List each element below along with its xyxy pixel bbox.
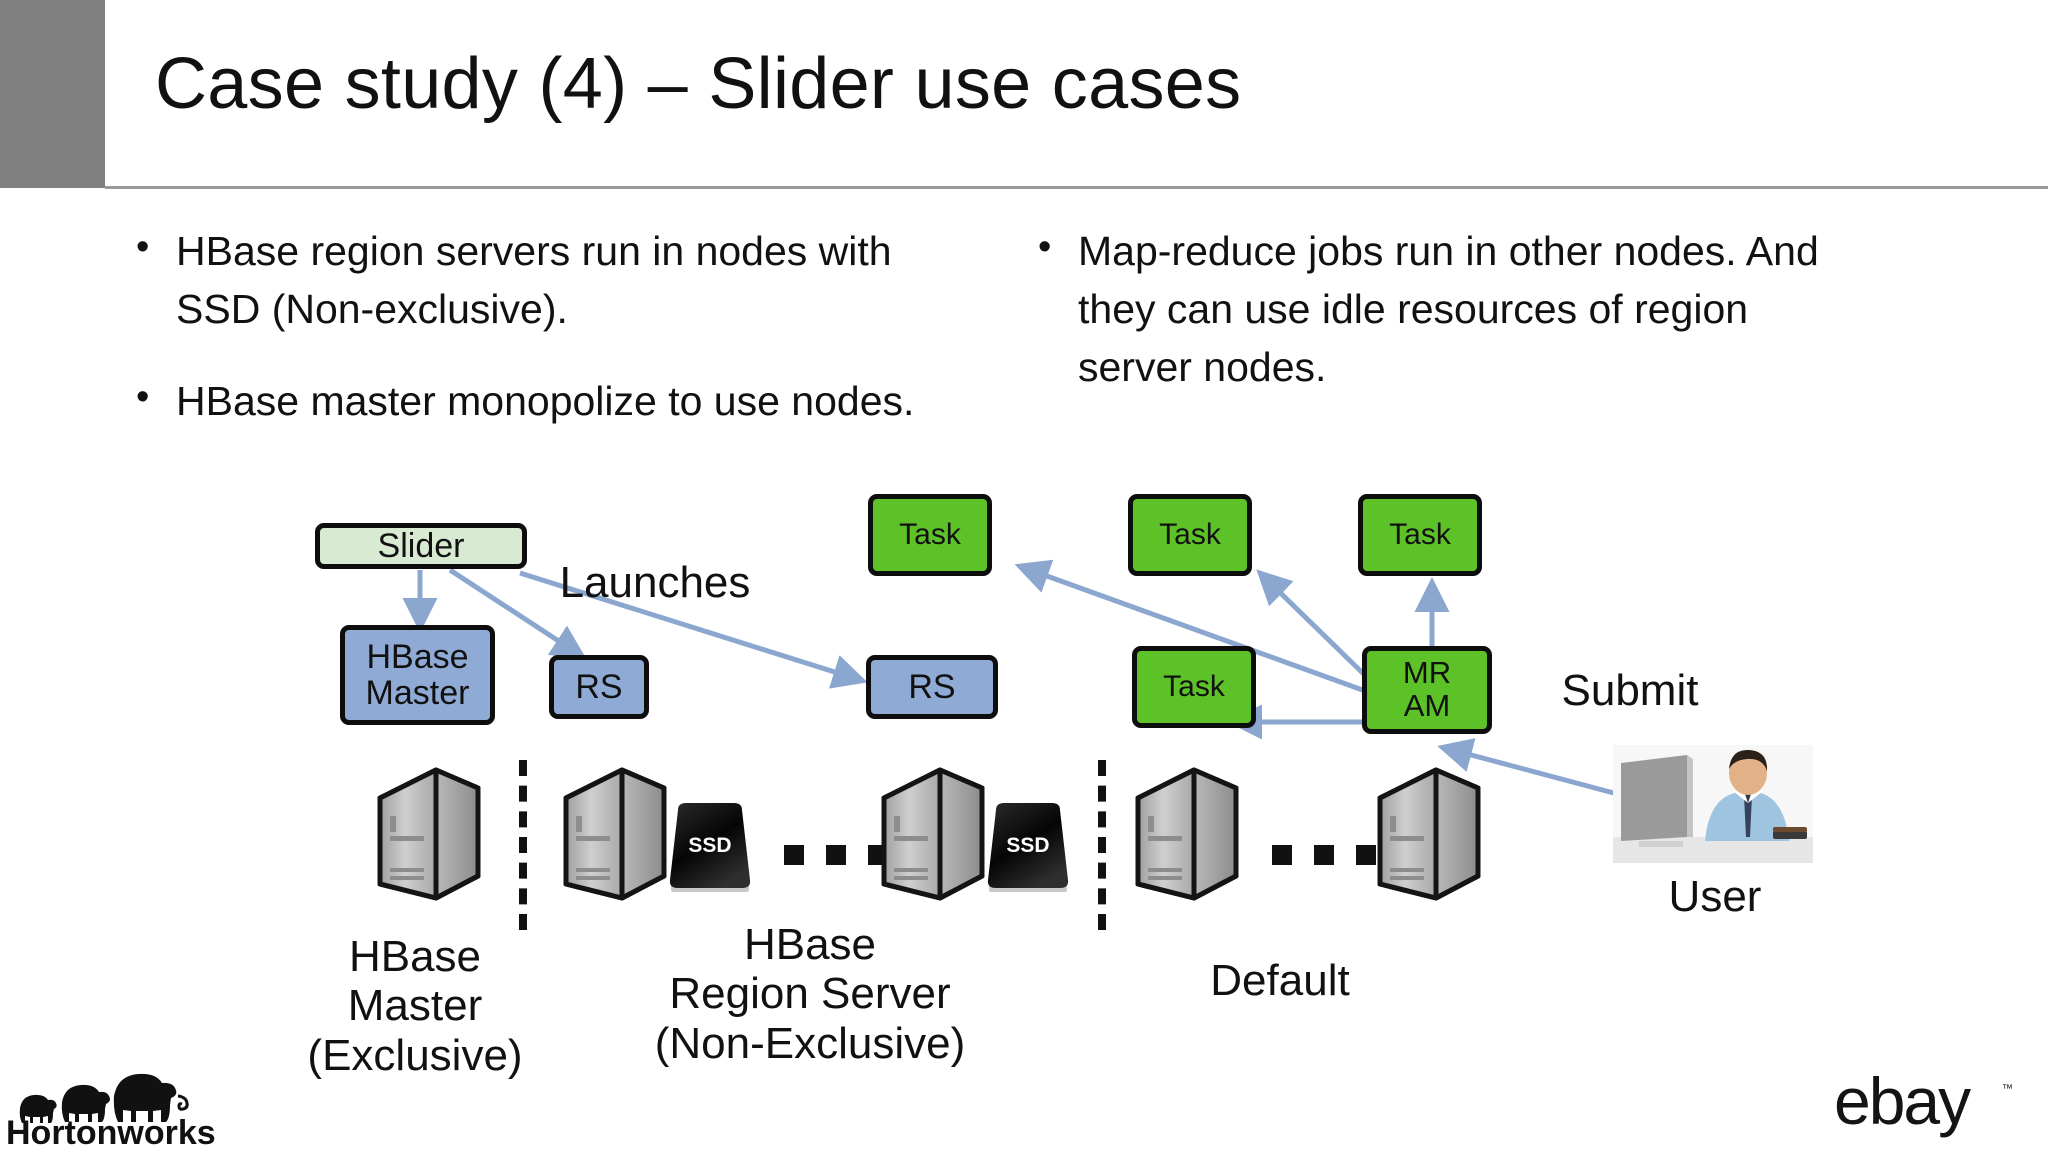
group-label-hbase-master-line2: Master xyxy=(347,981,483,1031)
ssd-label: SSD xyxy=(1006,834,1049,857)
group-label-region-server: HBase Region Server (Non-Exclusive) xyxy=(600,920,1020,1068)
user-label: User xyxy=(1668,872,1762,921)
header-rule xyxy=(105,186,2048,189)
ssd-icon: SSD xyxy=(987,803,1069,892)
node-mr-am[interactable]: MR AM xyxy=(1362,646,1492,734)
server-icon xyxy=(1377,767,1481,901)
group-label-region-server-line1: HBase xyxy=(743,920,877,969)
node-task-4-label: Task xyxy=(1163,670,1225,704)
bullet-column-left: • HBase region servers run in nodes with… xyxy=(128,222,968,464)
group-label-region-server-line3: (Non-Exclusive) xyxy=(654,1018,966,1068)
list-item: • HBase region servers run in nodes with… xyxy=(128,222,968,338)
server-icon xyxy=(1135,767,1239,901)
node-task-3[interactable]: Task xyxy=(1358,494,1482,576)
ssd-label: SSD xyxy=(688,834,731,857)
architecture-diagram: Slider HBase Master RS RS Task Task Task… xyxy=(0,470,2048,1090)
page-title: Case study (4) – Slider use cases xyxy=(155,44,1242,124)
ellipsis-region-servers xyxy=(784,845,888,865)
bullet-dot-icon: • xyxy=(136,226,150,268)
node-rs-2[interactable]: RS xyxy=(866,655,998,719)
node-task-2-label: Task xyxy=(1159,518,1221,552)
node-slider-label: Slider xyxy=(377,526,465,565)
hortonworks-logo: Hortonworks xyxy=(6,1052,246,1148)
bullet-text: Map-reduce jobs run in other nodes. And … xyxy=(1078,228,1819,390)
group-divider-1 xyxy=(519,760,527,930)
server-icon xyxy=(377,767,481,901)
arrow-mram-to-task2 xyxy=(1256,569,1377,687)
bullet-column-right: • Map-reduce jobs run in other nodes. An… xyxy=(1030,222,1860,430)
node-hbase-master[interactable]: HBase Master xyxy=(340,625,495,725)
edge-label-launches-text: Launches xyxy=(559,558,751,607)
node-slider[interactable]: Slider xyxy=(315,523,527,569)
node-task-4[interactable]: Task xyxy=(1132,646,1256,728)
bullet-dot-icon: • xyxy=(136,376,150,418)
node-mr-am-label-line2: AM xyxy=(1403,688,1451,723)
group-label-hbase-master-line1: HBase xyxy=(348,932,482,981)
edge-label-launches: Launches xyxy=(540,557,770,610)
arrow-mram-to-task1 xyxy=(1014,559,1369,695)
group-label-default: Default xyxy=(1120,955,1440,1008)
user-photo xyxy=(1613,745,1813,863)
bullet-text: HBase master monopolize to use nodes. xyxy=(176,378,915,424)
list-item: • Map-reduce jobs run in other nodes. An… xyxy=(1030,222,1860,396)
node-rs-1[interactable]: RS xyxy=(549,655,649,719)
bullet-dot-icon: • xyxy=(1038,226,1052,268)
node-hbase-master-label-line2: Master xyxy=(365,674,470,712)
node-mr-am-label-line1: MR xyxy=(1402,655,1452,691)
ellipsis-default-nodes xyxy=(1272,845,1376,865)
arrow-slider-to-rs1 xyxy=(448,567,587,660)
node-rs-1-label: RS xyxy=(575,667,623,706)
edge-label-submit: Submit xyxy=(1520,665,1740,718)
header-accent-block xyxy=(0,0,105,188)
ebay-logo: ebay ™ xyxy=(1834,1066,2024,1138)
arrow-user-to-mram xyxy=(1437,738,1641,803)
edge-label-submit-text: Submit xyxy=(1561,666,1699,715)
ssd-icon: SSD xyxy=(669,803,751,892)
group-label-hbase-master: HBase Master (Exclusive) xyxy=(250,932,580,1080)
arrow-slider-to-rs2 xyxy=(519,570,868,689)
group-label-default-text: Default xyxy=(1210,956,1350,1005)
group-label-hbase-master-line3: (Exclusive) xyxy=(307,1030,523,1080)
list-item: • HBase master monopolize to use nodes. xyxy=(128,372,968,430)
server-icon xyxy=(881,767,985,901)
hortonworks-wordmark: Hortonworks xyxy=(6,1114,216,1148)
server-icon xyxy=(563,767,667,901)
node-task-1[interactable]: Task xyxy=(868,494,992,576)
group-label-region-server-line2: Region Server xyxy=(669,969,951,1019)
node-task-1-label: Task xyxy=(899,518,961,552)
ebay-wordmark: ebay xyxy=(1834,1066,1971,1138)
svg-text:™: ™ xyxy=(2002,1083,2013,1095)
node-rs-2-label: RS xyxy=(908,667,956,706)
bullet-text: HBase region servers run in nodes with S… xyxy=(176,228,892,332)
node-task-3-label: Task xyxy=(1389,518,1451,552)
group-divider-2 xyxy=(1098,760,1106,930)
node-hbase-master-label-line1: HBase xyxy=(366,637,469,676)
node-task-2[interactable]: Task xyxy=(1128,494,1252,576)
